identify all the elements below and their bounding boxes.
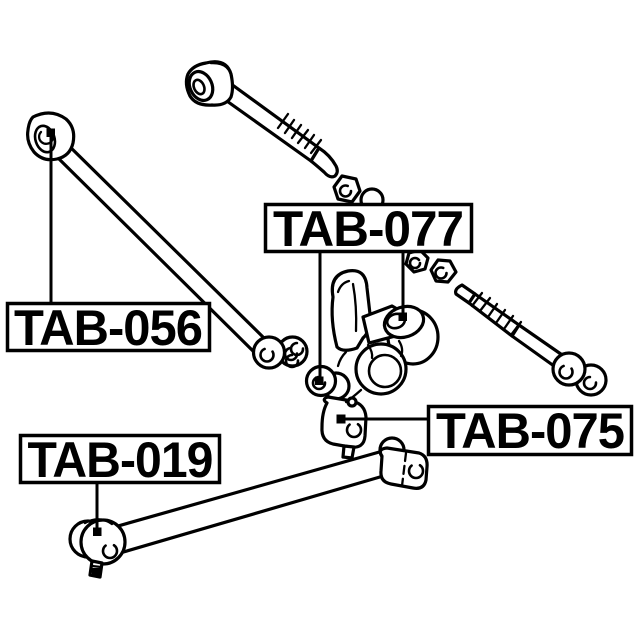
label-text: TAB-075 [436, 403, 624, 459]
lower-bracket-tab-075 [320, 395, 368, 460]
marker-tab-077-right [398, 312, 407, 321]
small-clips [284, 341, 305, 369]
thread-ticks [276, 112, 323, 155]
bolt-end-double-bushing [551, 351, 608, 397]
leader-lines [46, 128, 428, 536]
marker-tab-019 [93, 527, 102, 536]
label-text: TAB-077 [273, 201, 463, 257]
marker-tab-056 [46, 128, 55, 137]
rod-end-double-bushing [251, 335, 309, 370]
knuckle-upper-arm [330, 269, 372, 352]
label-box [18, 433, 222, 485]
rear-knuckle [284, 269, 440, 460]
threaded-bolt-rod [454, 283, 608, 397]
marker-tab-077-left [315, 376, 324, 385]
hub-bore [367, 353, 403, 389]
left-bushing-tab-077 [304, 364, 351, 401]
label-tab-019: TAB-019 [18, 432, 222, 488]
rod-threaded-tip [309, 146, 339, 179]
label-text: TAB-056 [14, 300, 202, 356]
lateral-rod-tab-056 [26, 111, 309, 370]
trailing-arm-tab-019 [68, 436, 429, 579]
nuts-below-label [404, 248, 458, 284]
rod-bushing [184, 60, 235, 107]
label-box [263, 202, 474, 254]
label-text: TAB-019 [28, 432, 213, 488]
upper-control-rod [184, 60, 385, 213]
label-tab-075: TAB-075 [426, 403, 634, 459]
label-box [426, 404, 634, 457]
arm-rear-bracket [378, 436, 429, 490]
label-box [5, 301, 212, 353]
rod-nut [332, 174, 362, 204]
label-tab-056: TAB-056 [5, 300, 212, 356]
label-tab-077: TAB-077 [263, 201, 474, 257]
knuckle-detail-lines [336, 279, 404, 404]
marker-tab-075 [336, 414, 346, 424]
